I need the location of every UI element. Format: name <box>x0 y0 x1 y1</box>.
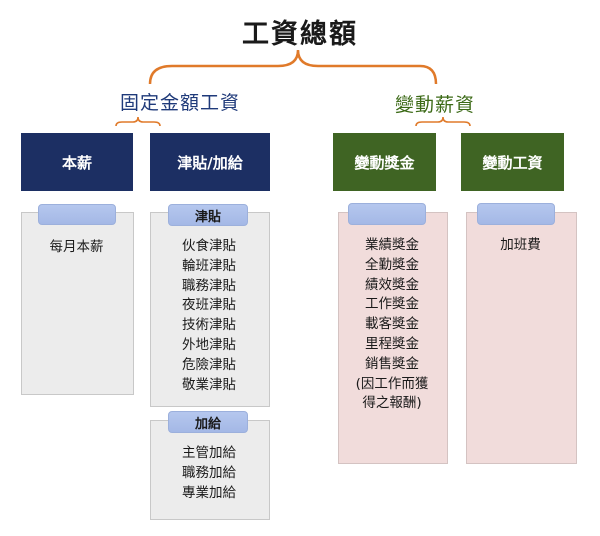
list-item: 全勤獎金 <box>365 256 419 273</box>
panel-variable-bonus <box>338 212 448 464</box>
list-item: 職務加給 <box>182 464 236 481</box>
list-item: 危險津貼 <box>182 356 236 373</box>
list-item: 得之報酬) <box>362 395 422 412</box>
list-item: 敬業津貼 <box>182 376 236 393</box>
list-item: 伙食津貼 <box>182 238 236 254</box>
tab-variable-bonus <box>348 203 426 225</box>
diagram-title: 工資總額 <box>242 19 358 50</box>
list-item: 工作獎金 <box>365 296 419 313</box>
tab-base-salary <box>38 204 116 225</box>
tab-extra-pay: 加給 <box>168 411 248 433</box>
header-variable-wage: 變動工資 <box>461 133 564 191</box>
list-item: (因工作而獲 <box>355 375 429 392</box>
list-item: 業績獎金 <box>365 237 419 253</box>
header-allowance: 津貼/加給 <box>150 133 270 191</box>
list-item: 加班費 <box>500 237 541 253</box>
list-extra-pay: 主管加給 職務加給 專業加給 <box>150 444 268 503</box>
panel-subsidy <box>150 212 270 407</box>
fixed-brace <box>115 116 161 127</box>
list-item: 主管加給 <box>182 445 236 461</box>
list-item: 載客獎金 <box>365 316 419 333</box>
list-item: 績效獎金 <box>365 276 419 293</box>
panel-extra-pay <box>150 420 270 520</box>
list-subsidy: 伙食津貼 輪班津貼 職務津貼 夜班津貼 技術津貼 外地津貼 危險津貼 敬業津貼 <box>150 237 268 395</box>
list-item: 技術津貼 <box>182 317 236 334</box>
list-item: 外地津貼 <box>182 336 236 353</box>
list-item: 職務津貼 <box>182 277 236 294</box>
list-item: 輪班津貼 <box>182 257 236 274</box>
panel-base-salary <box>21 212 134 395</box>
panel-variable-wage <box>466 212 577 464</box>
list-item: 專業加給 <box>182 484 236 501</box>
header-variable-bonus: 變動獎金 <box>333 133 436 191</box>
list-item: 夜班津貼 <box>182 297 236 314</box>
list-item: 每月本薪 <box>49 239 104 255</box>
list-variable-bonus: 業績獎金 全勤獎金 績效獎金 工作獎金 載客獎金 里程獎金 銷售獎金 (因工作而… <box>338 236 446 414</box>
list-item: 銷售獎金 <box>365 355 419 372</box>
list-item: 里程獎金 <box>365 335 419 352</box>
tab-variable-wage <box>477 203 555 225</box>
variable-brace <box>415 116 471 127</box>
list-base-salary: 每月本薪 <box>21 238 132 258</box>
fixed-wage-label: 固定金額工資 <box>119 92 240 114</box>
variable-pay-label: 變動薪資 <box>394 94 475 116</box>
title-brace <box>148 49 438 85</box>
list-variable-wage: 加班費 <box>466 236 575 256</box>
header-base-salary: 本薪 <box>21 133 133 191</box>
tab-subsidy: 津貼 <box>168 204 248 226</box>
